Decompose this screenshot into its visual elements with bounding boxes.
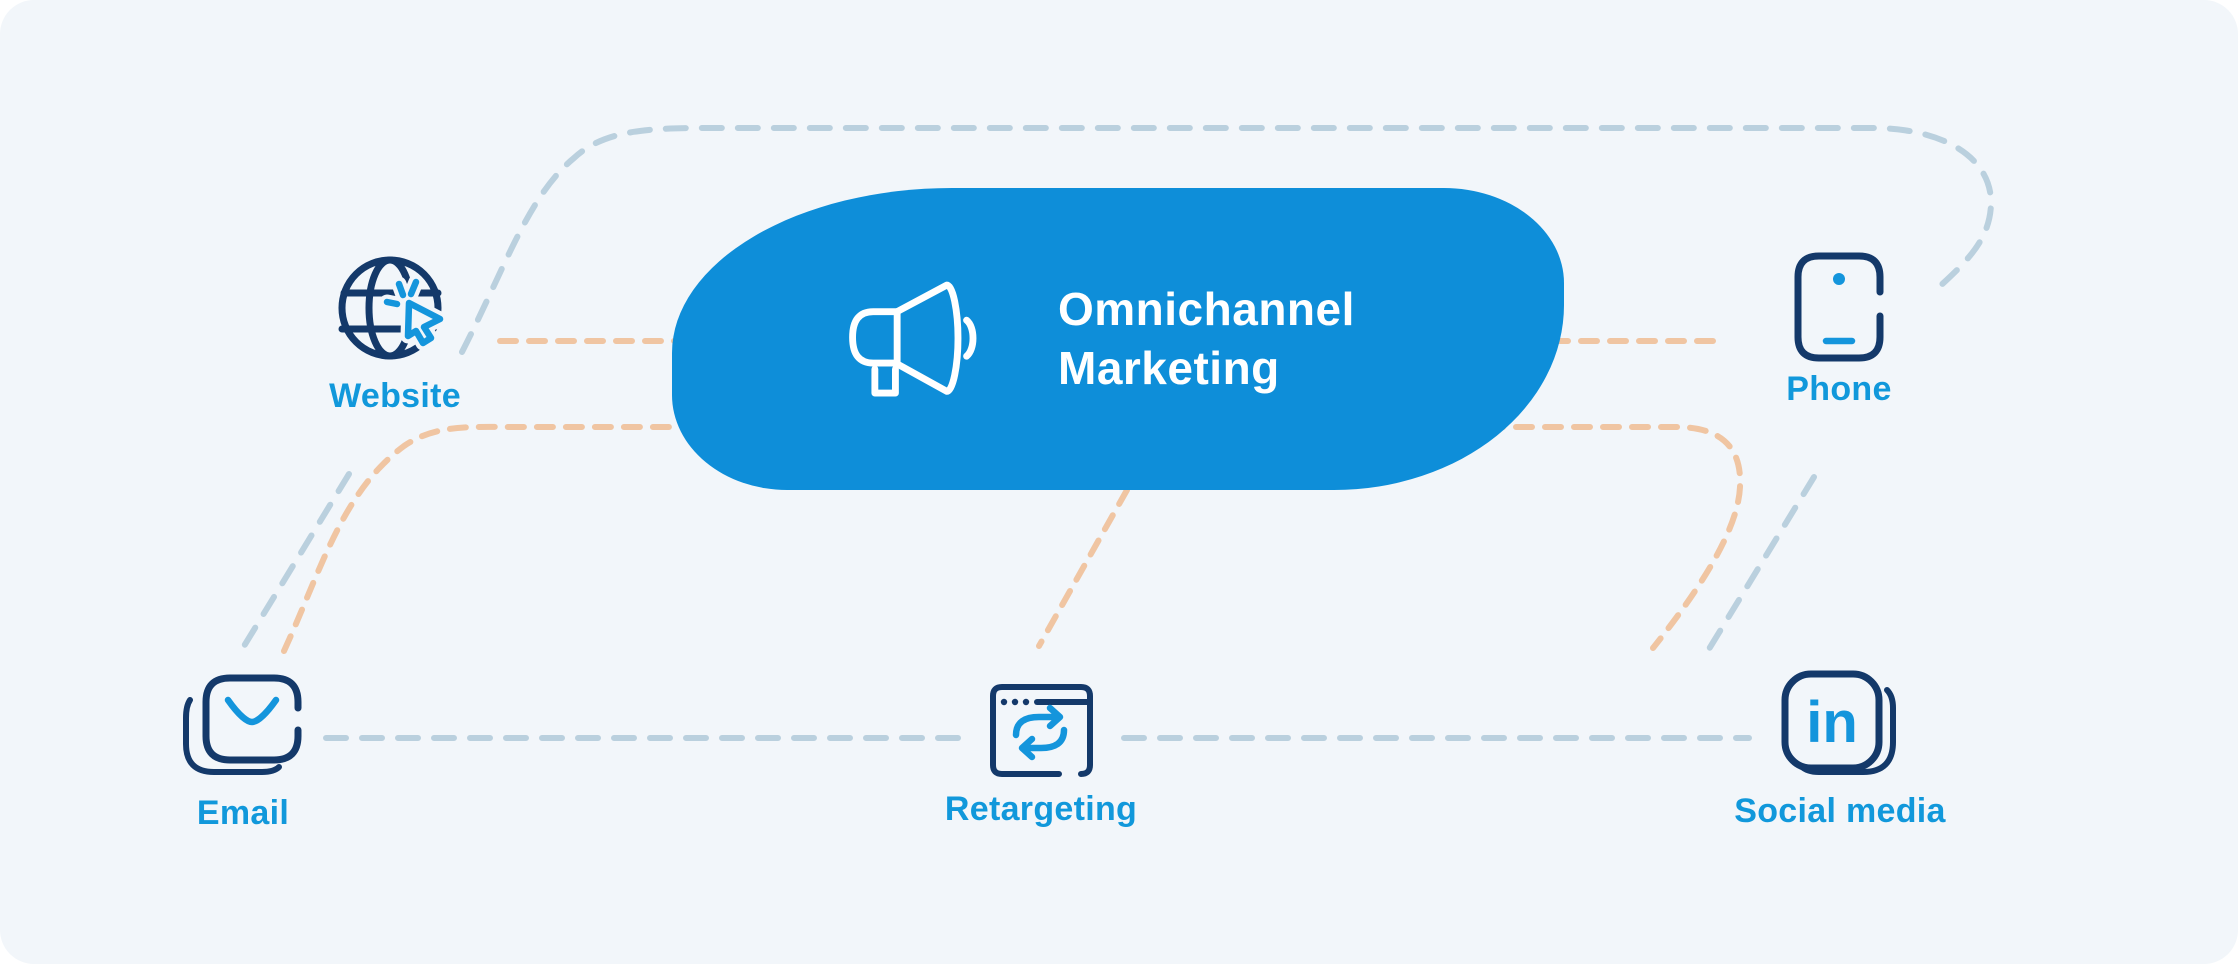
node-email-label: Email: [196, 794, 290, 832]
center-title-line2: Marketing: [1058, 342, 1280, 394]
center-title-line1: Omnichannel: [1058, 283, 1355, 335]
megaphone-icon: [849, 281, 977, 396]
node-phone: Phone: [1749, 252, 1929, 409]
connector-email-blob-curve: [281, 423, 679, 654]
globe-cursor-icon: [338, 256, 447, 360]
node-social-label: Social media: [1734, 792, 1946, 830]
connector-website-email-diagonal: [238, 471, 352, 654]
envelope-stack-icon: [183, 674, 302, 775]
connector-phone-social-diagonal: [1706, 474, 1817, 652]
node-website-label: Website: [329, 377, 461, 415]
node-social: in Social media: [1726, 670, 1954, 831]
node-email: Email: [150, 672, 336, 833]
linkedin-icon: in: [1781, 670, 1896, 775]
node-retargeting-label: Retargeting: [944, 790, 1138, 828]
connector-blob-social-curve: [1455, 424, 1744, 651]
node-website: Website: [303, 246, 487, 416]
smartphone-icon: [1794, 252, 1884, 362]
node-phone-label: Phone: [1786, 370, 1892, 408]
center-title: Omnichannel Marketing: [1058, 280, 1355, 398]
center-blob: Omnichannel Marketing: [672, 188, 1564, 490]
connector-top-arc: [459, 125, 1995, 355]
browser-refresh-icon: [989, 684, 1093, 777]
linkedin-in-text: in: [1806, 690, 1858, 755]
node-retargeting: Retargeting: [928, 683, 1154, 829]
connector-blob-retargeting-diagonal: [1036, 487, 1130, 649]
